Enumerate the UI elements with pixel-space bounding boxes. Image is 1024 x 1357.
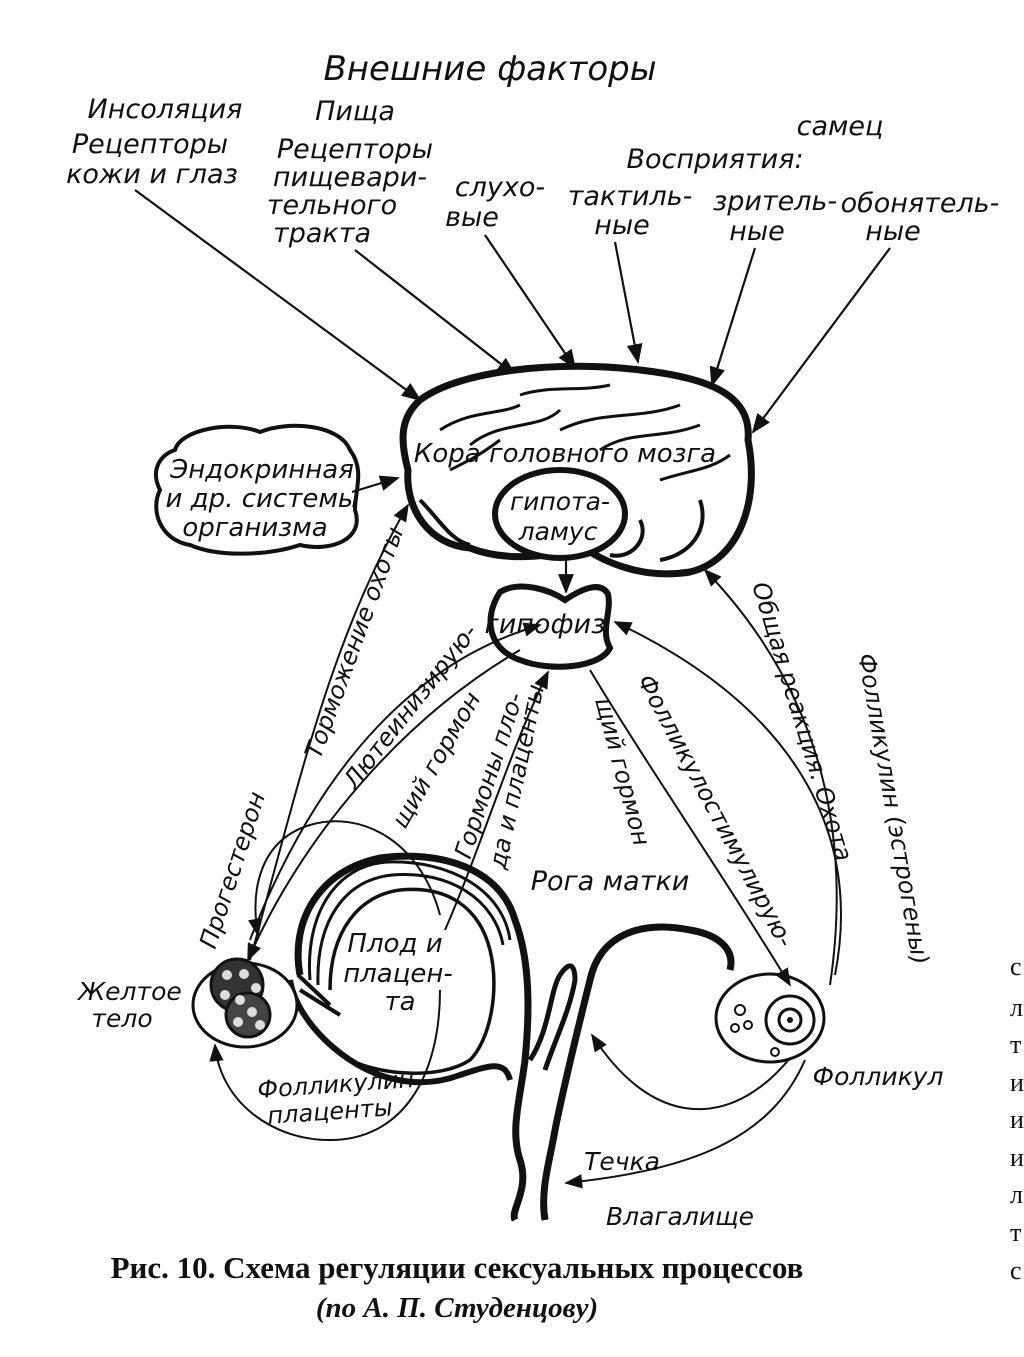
arrow-follicle-to-uterus — [591, 1033, 791, 1110]
edge-fragment: т — [1010, 1218, 1022, 1247]
arrow-placenta-folliculin — [209, 989, 441, 1142]
follicle — [714, 972, 826, 1064]
corpus-luteum-label-2: тело — [91, 1004, 152, 1033]
label-skin-receptors-1: Рецепторы — [72, 129, 228, 160]
label-olfactory-2: ные — [865, 216, 921, 247]
label-visual-2: ные — [729, 216, 785, 247]
uterus — [287, 852, 735, 1222]
uterine-horns-label: Рога матки — [531, 866, 690, 897]
edge-fragment: с — [1010, 1256, 1022, 1285]
label-auditory-2: вые — [445, 202, 499, 233]
label-skin-receptors-2: кожи и глаз — [66, 159, 238, 190]
label-digestive-4: тракта — [273, 218, 371, 249]
hypothalamus-label-2: ламус — [518, 517, 598, 546]
arrow-visual-to-cortex — [709, 247, 757, 387]
cortex-label: Кора головного мозга — [414, 439, 716, 469]
label-insolation: Инсоляция — [88, 94, 243, 125]
edge-fragment: и — [1010, 1105, 1024, 1134]
follicle-label: Фолликул — [813, 1062, 944, 1091]
edge-fragment: л — [1010, 993, 1023, 1022]
label-digestive-3: тельного — [267, 190, 397, 221]
general-reaction-label: Общая реакция. Охота — [746, 579, 858, 865]
edge-fragment: с — [1010, 952, 1022, 981]
fetus-label-1: Плод и — [347, 929, 442, 959]
edge-fragment: и — [1010, 1143, 1024, 1172]
label-tactile-2: ные — [594, 210, 650, 241]
folliculin-label: Фолликулин (эстрогены) — [852, 651, 934, 967]
endocrine-label-3: организма — [182, 513, 327, 543]
arrow-fetus-loop — [248, 820, 441, 937]
endocrine-label-1: Эндокринная — [169, 455, 354, 485]
arrow-fetal-hormones — [444, 670, 549, 931]
label-auditory-1: слухо- — [455, 172, 545, 203]
corpus-luteum-label-1: Желтое — [76, 977, 182, 1006]
arrow-general-reaction — [703, 568, 838, 986]
arrow-cortex-endocrine — [351, 475, 400, 494]
edge-fragment: и — [1010, 1068, 1024, 1097]
label-visual-1: зритель- — [713, 186, 837, 217]
arrow-skin-to-cortex — [134, 189, 422, 402]
fetus-label-2: плацен- — [343, 959, 453, 989]
arrow-tactile-to-cortex — [613, 241, 643, 364]
label-olfactory-1: обонятель- — [841, 188, 1000, 219]
label-tactile-1: тактиль- — [568, 181, 693, 212]
label-digestive-2: пищевари- — [273, 162, 427, 193]
endocrine-systems — [154, 423, 361, 556]
arrow-digestive-to-cortex — [354, 249, 517, 377]
fsh-label-2: щий гормон — [589, 694, 655, 848]
pituitary-label: гипофиз — [485, 609, 606, 640]
diagram-title: Внешние факторы — [323, 49, 656, 89]
endocrine-label-2: и др. системы — [166, 484, 359, 514]
edge-fragment: т — [1010, 1030, 1022, 1059]
fetus-label-3: та — [384, 987, 415, 1017]
label-digestive-1: Рецепторы — [277, 134, 433, 165]
arrow-progesterone-pituitary — [249, 622, 542, 941]
arrow-heat — [564, 1059, 806, 1189]
hypothalamus-label-1: гипота- — [510, 487, 610, 516]
corpus-luteum — [191, 957, 299, 1049]
fsh-label-1: Фолликулостимулирую- — [632, 670, 800, 952]
arrow-folliculin — [613, 621, 842, 976]
pituitary — [487, 583, 614, 670]
arrow-progesterone-inhibition — [249, 503, 409, 961]
figure-caption-line1: Рис. 10. Схема регуляции сексуальных про… — [110, 1250, 804, 1285]
arrow-olfactory-to-cortex — [751, 247, 891, 434]
arrow-lh-to-corpus-luteum — [247, 649, 521, 962]
label-perception: Восприятия: — [626, 144, 803, 175]
vagina-label: Влагалище — [606, 1202, 754, 1231]
edge-fragment: л — [1010, 1180, 1023, 1209]
heat-label: Течка — [584, 1147, 660, 1176]
arrow-auditory-to-cortex — [484, 234, 577, 370]
label-male: самец — [797, 111, 884, 142]
figure-caption-line2: (по А. П. Студенцову) — [315, 1292, 599, 1324]
label-food: Пища — [315, 96, 395, 127]
hypothalamus — [492, 467, 628, 561]
arrow-fsh-to-follicle — [589, 669, 791, 987]
